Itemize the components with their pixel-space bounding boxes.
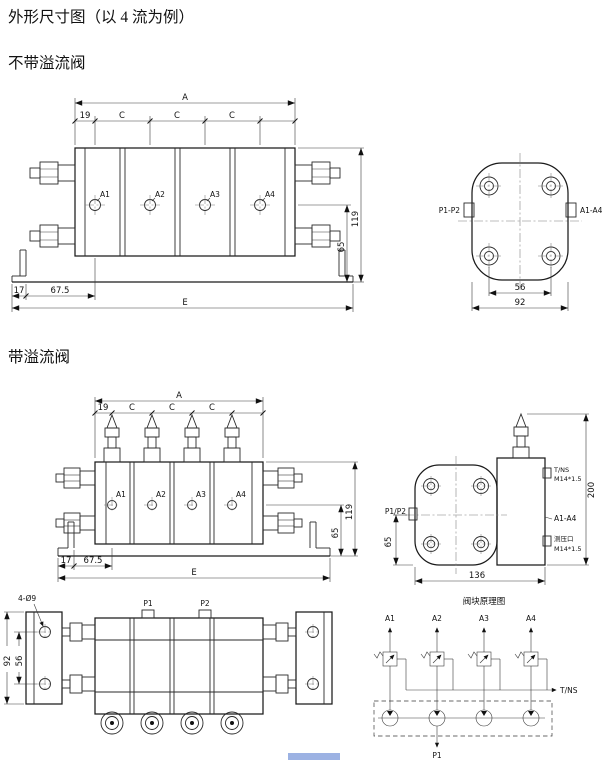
dim-65: 65 — [337, 242, 347, 253]
valve-body — [74, 147, 296, 257]
schematic: 阀块原理图 A1 A2 A3 — [373, 596, 578, 760]
port-p1 — [141, 609, 155, 619]
relief-valve — [512, 412, 530, 459]
dim-17: 17 — [14, 286, 25, 296]
label-p1: P1 — [143, 599, 153, 608]
side-fittings — [61, 622, 297, 694]
dim-E: E — [191, 568, 196, 578]
side-fittings — [55, 467, 303, 534]
schematic-title: 阀块原理图 — [463, 596, 506, 606]
bottom-view: P1 P2 4-Ø9 — [1, 594, 333, 735]
dim-C2: C — [169, 403, 175, 413]
dim-65: 65 — [384, 537, 394, 548]
dim-E: E — [182, 298, 187, 308]
dim-67-5: 67.5 — [84, 556, 103, 566]
dim-17: 17 — [61, 556, 72, 566]
dim-A: A — [176, 391, 182, 401]
dim-65: 65 — [331, 528, 341, 539]
dim-200: 200 — [587, 482, 597, 498]
dim-C1: C — [129, 403, 135, 413]
watermark — [288, 753, 340, 760]
dim-19: 19 — [98, 403, 109, 413]
dimensions-front-no-relief: A 19 C C C 17 67.5 E 119 65 — [11, 93, 364, 312]
port-tab-p1p2 — [408, 507, 418, 521]
label-a1-a4: A1-A4 — [580, 206, 603, 215]
outlet-ports: A1 A2 A3 A4 — [85, 190, 275, 215]
label-tns-thread: M14*1.5 — [554, 475, 581, 483]
dim-56: 56 — [15, 656, 25, 667]
flow-divider-unit-boundary — [373, 700, 553, 737]
dim-C3: C — [229, 111, 235, 121]
side-view-no-relief: P1-P2 A1-A4 56 92 — [439, 153, 603, 311]
dim-67-5: 67.5 — [51, 286, 70, 296]
dim-92: 92 — [515, 298, 526, 308]
port-label-a1: A1 — [100, 190, 110, 199]
bolt-holes — [421, 476, 491, 554]
flange-outline — [471, 162, 569, 281]
dim-92: 92 — [3, 656, 13, 667]
port-tab-gauge — [542, 535, 552, 547]
label-gauge-thread: M14*1.5 — [554, 545, 581, 553]
front-view-relief: A1 A2 A3 A4 — [55, 391, 358, 582]
dim-C2: C — [174, 111, 180, 121]
mounting-brackets — [57, 521, 331, 557]
section-label-no-relief: 不带溢流阀 — [8, 54, 86, 72]
port-label-a4: A4 — [265, 190, 275, 199]
front-view-no-relief: A1 A2 A3 A4 — [11, 93, 364, 312]
outlet-bosses — [100, 711, 244, 735]
dimensions-front-relief: A 19 C C C 17 67.5 E 119 65 — [57, 391, 358, 582]
label-a1-a4: A1-A4 — [554, 514, 577, 523]
label-p2: P2 — [200, 599, 210, 608]
outlet-ports: A1 A2 A3 A4 — [104, 490, 246, 513]
port-p2 — [198, 609, 212, 619]
bracket-plates — [25, 611, 333, 705]
dim-C3: C — [209, 403, 215, 413]
section-label-relief: 带溢流阀 — [8, 348, 70, 366]
dimensions-bottom-view: 92 56 — [1, 611, 37, 705]
label-mounting-holes: 4-Ø9 — [18, 594, 36, 603]
label-tns: T/NS — [553, 466, 569, 474]
port-tab-a1a4 — [565, 202, 577, 218]
port-tab-p1p2 — [463, 202, 475, 218]
label-p1-p2: P1/P2 — [385, 507, 406, 516]
schematic-label-a1: A1 — [385, 614, 395, 623]
label-p1: P1 — [432, 751, 442, 760]
side-fittings — [29, 161, 341, 248]
dim-119: 119 — [351, 211, 361, 227]
port-label-a1: A1 — [116, 490, 126, 499]
bolt-holes — [476, 173, 564, 269]
schematic-branch-a2: A2 — [420, 614, 454, 727]
schematic-label-a3: A3 — [479, 614, 489, 623]
dim-56: 56 — [515, 283, 526, 293]
dim-19: 19 — [80, 111, 91, 121]
schematic-label-a2: A2 — [432, 614, 442, 623]
schematic-label-a4: A4 — [526, 614, 536, 623]
dim-A: A — [182, 93, 188, 103]
side-view-relief: P1/P2 T/NS M14*1.5 A1-A4 测压口 M14*1.5 200… — [384, 412, 597, 585]
relief-valves — [103, 413, 241, 463]
dim-C1: C — [119, 111, 125, 121]
valve-body — [94, 461, 264, 545]
port-label-a2: A2 — [156, 490, 166, 499]
dim-136: 136 — [469, 571, 485, 581]
label-gauge-port: 测压口 — [554, 535, 574, 543]
port-label-a3: A3 — [196, 490, 206, 499]
port-label-a3: A3 — [210, 190, 220, 199]
page-title: 外形尺寸图（以 4 流为例） — [8, 8, 194, 26]
valve-body-plan — [94, 617, 264, 715]
port-tab-tns — [542, 467, 552, 479]
schematic-branch-a3: A3 — [467, 614, 501, 727]
port-label-a2: A2 — [155, 190, 165, 199]
dimensions-side-relief: 200 65 136 — [384, 413, 597, 585]
label-p1-p2: P1-P2 — [439, 206, 461, 215]
dimensions-side-no-relief: 56 92 — [471, 267, 569, 311]
port-label-a4: A4 — [236, 490, 246, 499]
label-tns: T/NS — [559, 686, 578, 695]
dim-119: 119 — [345, 504, 355, 520]
